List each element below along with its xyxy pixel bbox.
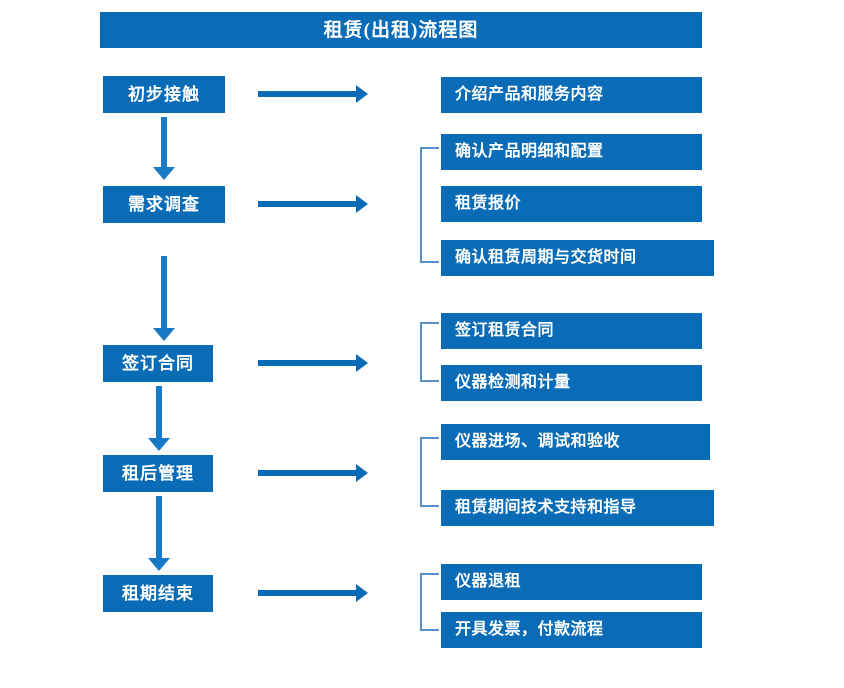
right-arrow-post-rental-management <box>258 464 368 482</box>
arrow-shaft <box>258 201 356 207</box>
arrow-head <box>148 558 170 571</box>
group-bracket-post-rental-management <box>420 437 439 507</box>
arrow-head <box>153 167 175 180</box>
arrow-head <box>356 584 368 602</box>
down-arrow-sign-contract-to-post-rental <box>148 386 170 451</box>
right-arrow-needs-survey <box>258 195 368 213</box>
detail-box-sign-rental-contract[interactable]: 签订租赁合同 <box>441 313 702 349</box>
arrow-shaft <box>258 91 356 97</box>
arrow-head <box>356 354 368 372</box>
stage-box-initial-contact[interactable]: 初步接触 <box>103 76 225 113</box>
arrow-shaft <box>156 496 162 558</box>
detail-box-rental-quotation[interactable]: 租赁报价 <box>441 186 702 222</box>
right-arrow-initial-contact <box>258 85 368 103</box>
detail-box-introduce-products-services[interactable]: 介绍产品和服务内容 <box>441 77 702 113</box>
arrow-shaft <box>258 360 356 366</box>
stage-box-lease-end[interactable]: 租期结束 <box>103 575 213 612</box>
detail-box-invoice-payment-process[interactable]: 开具发票，付款流程 <box>441 612 702 648</box>
arrow-head <box>148 438 170 451</box>
stage-box-post-rental-management[interactable]: 租后管理 <box>103 455 213 492</box>
group-bracket-lease-end <box>420 573 439 631</box>
right-arrow-lease-end <box>258 584 368 602</box>
arrow-shaft <box>258 470 356 476</box>
detail-box-technical-support-guidance[interactable]: 租赁期间技术支持和指导 <box>441 490 714 526</box>
stage-box-needs-survey[interactable]: 需求调查 <box>103 186 225 223</box>
detail-box-instrument-return[interactable]: 仪器退租 <box>441 564 702 600</box>
arrow-head <box>356 195 368 213</box>
group-bracket-sign-contract <box>420 322 439 382</box>
arrow-head <box>356 464 368 482</box>
arrow-shaft <box>161 117 167 167</box>
down-arrow-needs-survey-to-sign-contract <box>153 256 175 341</box>
down-arrow-initial-contact-to-needs-survey <box>153 117 175 180</box>
arrow-shaft <box>258 590 356 596</box>
arrow-shaft <box>156 386 162 438</box>
right-arrow-sign-contract <box>258 354 368 372</box>
arrow-head <box>356 85 368 103</box>
arrow-shaft <box>161 256 167 328</box>
detail-box-confirm-product-details-config[interactable]: 确认产品明细和配置 <box>441 134 702 170</box>
detail-box-confirm-rental-period-delivery[interactable]: 确认租赁周期与交货时间 <box>441 240 714 276</box>
down-arrow-post-rental-to-lease-end <box>148 496 170 571</box>
stage-box-sign-contract[interactable]: 签订合同 <box>103 345 213 382</box>
detail-box-instrument-inspection-metering[interactable]: 仪器检测和计量 <box>441 365 702 401</box>
group-bracket-needs-survey <box>420 147 439 263</box>
arrow-head <box>153 328 175 341</box>
flowchart-title: 租赁(出租)流程图 <box>100 12 702 48</box>
detail-box-instrument-entry-debug-acceptance[interactable]: 仪器进场、调试和验收 <box>441 424 710 460</box>
